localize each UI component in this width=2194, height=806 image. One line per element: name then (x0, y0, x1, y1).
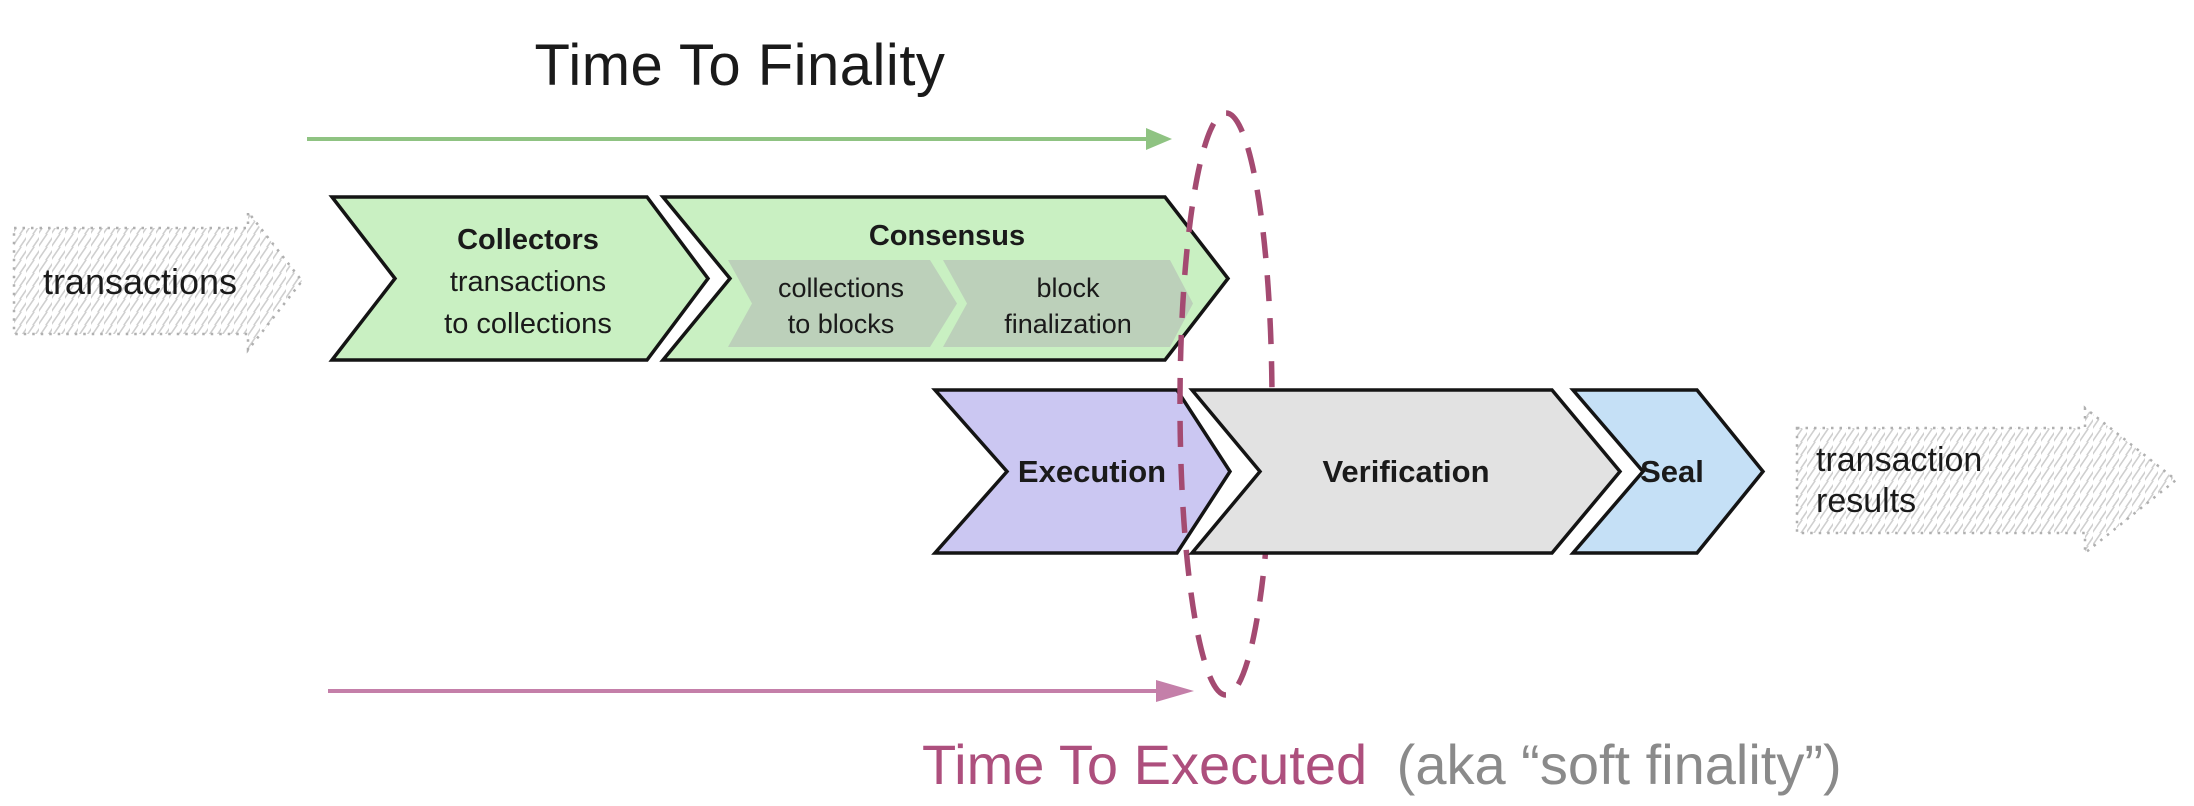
consensus-sub1-line1: collections (778, 273, 904, 303)
consensus-sub2-line2: finalization (1004, 309, 1132, 339)
consensus-sub-chevron-block-finalization (943, 260, 1193, 347)
transaction-results-output-arrow (1795, 405, 2179, 556)
time-to-executed-main: Time To Executed (922, 733, 1367, 796)
execution-chevron (931, 388, 1233, 555)
transaction-results-line2: results (1816, 482, 1916, 520)
transactions-input-label: transactions (43, 261, 237, 302)
verification-title: Verification (1322, 454, 1489, 489)
seal-chevron (1569, 388, 1766, 555)
time-to-executed-label: Time To Executed (aka “soft finality”) (922, 733, 1842, 796)
time-to-executed-suffix: (aka “soft finality”) (1397, 733, 1842, 796)
verification-chevron (1188, 388, 1623, 555)
consensus-title: Consensus (869, 220, 1025, 252)
consensus-sub-chevron-collections-to-blocks (728, 260, 957, 347)
collectors-line1: transactions (450, 266, 606, 298)
time-to-finality-title: Time To Finality (535, 33, 946, 98)
consensus-sub1-line2: to blocks (788, 309, 895, 339)
transactions-input-arrow (12, 208, 304, 354)
collectors-chevron (328, 195, 711, 362)
transaction-results-line1: transaction (1816, 441, 1982, 479)
consensus-sub2-line1: block (1036, 273, 1100, 303)
seal-title: Seal (1640, 454, 1704, 489)
collectors-title: Collectors (457, 224, 599, 256)
collectors-line2: to collections (444, 308, 612, 340)
time-to-executed-arrowhead (1156, 680, 1194, 702)
execution-title: Execution (1018, 454, 1166, 489)
time-to-finality-arrowhead (1146, 128, 1172, 150)
